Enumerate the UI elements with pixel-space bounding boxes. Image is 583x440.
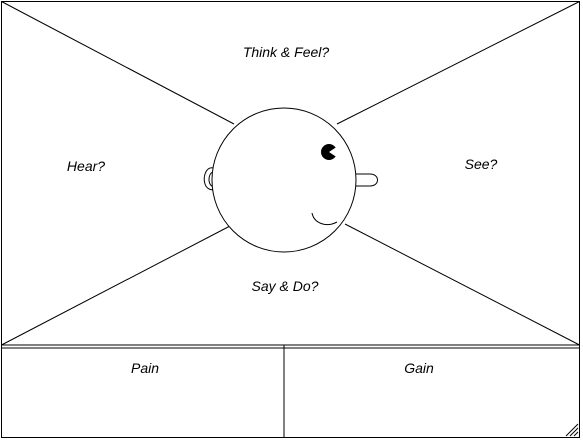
label-gain: Gain [404,360,434,376]
diagonal-top-left [1,1,235,125]
label-hear: Hear? [67,158,105,174]
label-think-feel: Think & Feel? [243,44,330,60]
face-circle [211,107,357,253]
label-say-do: Say & Do? [252,278,319,294]
eye-highlight [329,146,338,158]
nose-icon [354,173,378,187]
diagonal-bottom-right [344,223,580,346]
label-pain: Pain [131,360,159,376]
diagonal-top-right [336,1,580,125]
head-icon [203,107,378,253]
label-see: See? [465,156,498,172]
resize-grip-icon[interactable] [565,423,579,437]
mouth-icon [311,212,338,226]
diagonal-bottom-left [1,225,231,346]
